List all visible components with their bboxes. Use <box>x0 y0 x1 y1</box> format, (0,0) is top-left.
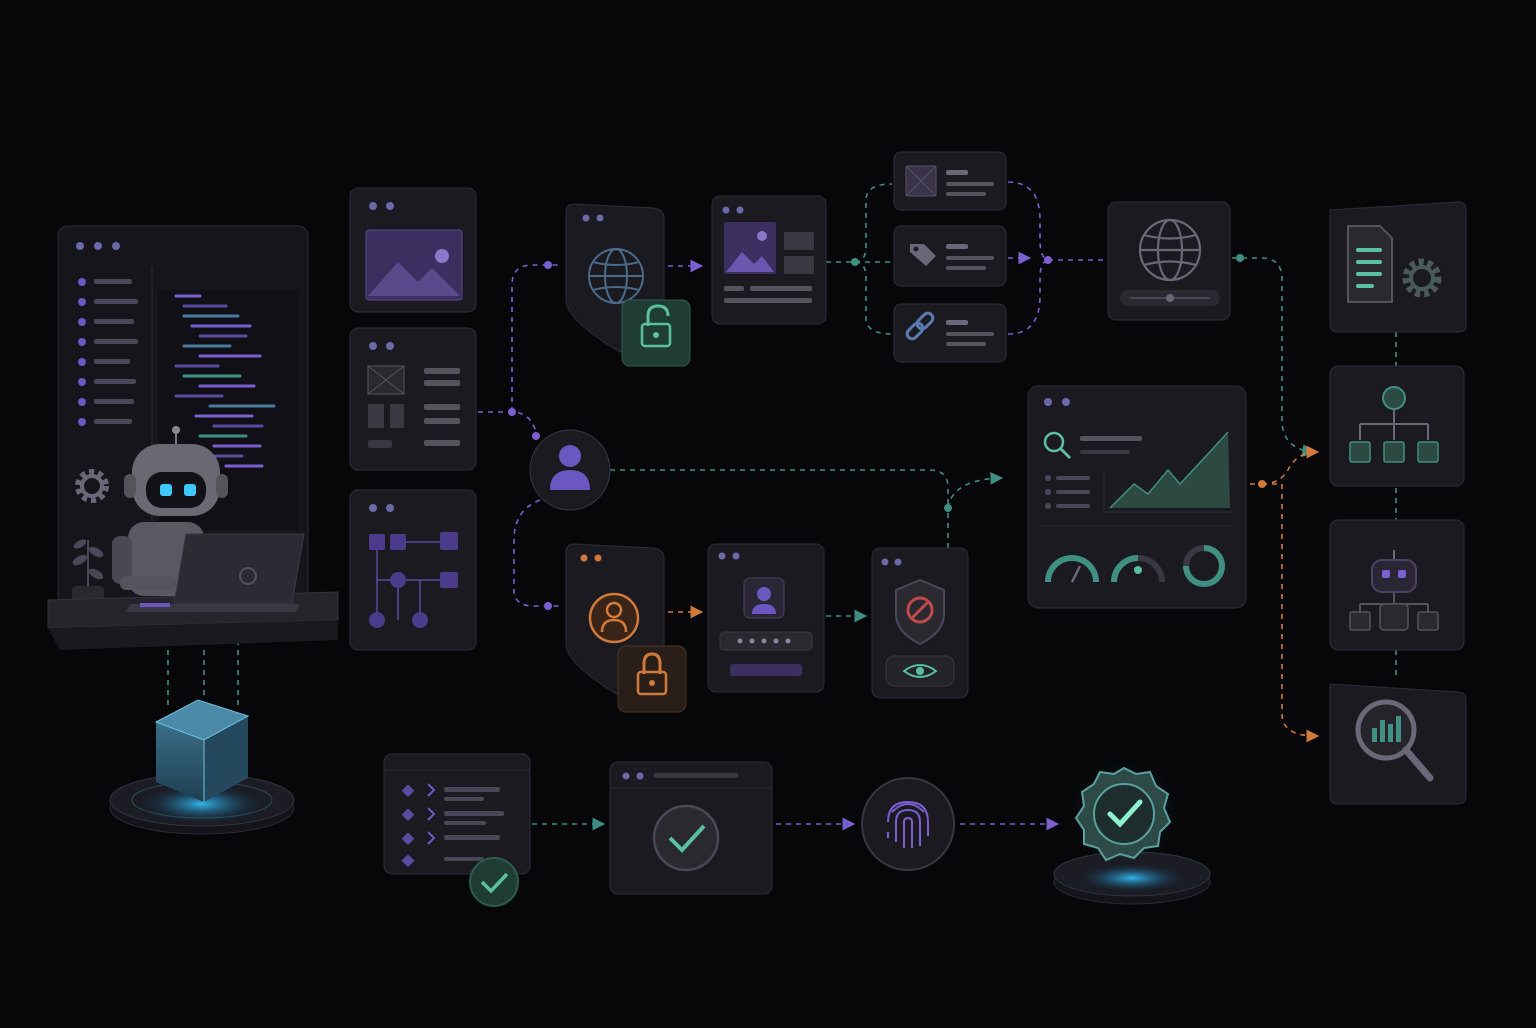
edge-dash-to-hierarchy <box>1261 445 1320 485</box>
junction-dot <box>532 432 540 440</box>
junction-dot <box>1236 254 1244 262</box>
edge-list-top <box>854 183 893 263</box>
junction-dot <box>851 258 859 266</box>
edge-hub-to-dashboard <box>610 469 949 508</box>
flowchart-icon <box>349 489 477 651</box>
shield-block-eye-icon <box>871 547 969 699</box>
edge-robot-to-cube <box>167 640 239 710</box>
connector-dots <box>508 254 1266 610</box>
edge-list-bottom <box>854 261 893 335</box>
edge-dash-to-analyze <box>1262 483 1320 743</box>
link-icon <box>893 303 1007 363</box>
hierarchy-icon <box>1329 365 1465 487</box>
gear-icon <box>75 469 109 503</box>
edge-media-to-merge <box>1007 181 1049 261</box>
junction-dot <box>1258 480 1266 488</box>
globe-unlock-icon <box>565 203 691 367</box>
tag-icon <box>893 225 1007 287</box>
file-tree <box>78 278 138 426</box>
user-lock-icon <box>565 543 687 713</box>
globe-icon <box>1107 201 1231 321</box>
edge-shield-to-dashboard <box>947 472 1004 548</box>
checklist-icon <box>383 753 531 907</box>
junction-dot <box>544 261 552 269</box>
edge-webpanel-to-hierarchy <box>1232 257 1316 458</box>
image-article-icon <box>711 195 827 325</box>
junction-dot <box>544 602 552 610</box>
media-item-icon <box>893 151 1007 211</box>
layout-icon <box>349 327 477 471</box>
edge-link-to-merge <box>1007 259 1049 335</box>
user-icon <box>529 429 611 511</box>
image-window <box>349 187 477 313</box>
magnifier-chart-icon <box>1329 683 1467 805</box>
robot-tree-icon <box>1329 519 1465 651</box>
verified-badge-icon <box>1053 756 1211 905</box>
document-gear-icon <box>1329 201 1467 333</box>
edge-hub-to-user-locked <box>513 499 560 607</box>
edge-hub-to-web-unlocked <box>511 264 560 412</box>
fingerprint-icon <box>861 777 955 871</box>
code-editor-panel <box>57 225 309 614</box>
chart-gauge-icon <box>1027 385 1247 609</box>
junction-dot <box>1044 256 1052 264</box>
edge-layout-to-hub <box>478 411 537 433</box>
login-icon <box>707 543 825 693</box>
junction-dot <box>944 504 952 512</box>
cube-icon <box>109 699 295 835</box>
connector-lines <box>167 181 1397 831</box>
junction-dot <box>508 408 516 416</box>
check-circle-icon <box>609 761 773 895</box>
robot-laptop-icon <box>47 426 339 650</box>
